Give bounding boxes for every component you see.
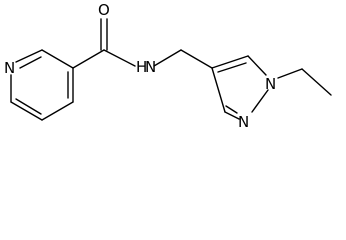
ethyl-group bbox=[277, 68, 332, 96]
bond-n-ch2 bbox=[153, 49, 182, 67]
chemical-structure: O N H N N N bbox=[4, 1, 332, 131]
bond-ring-carbonyl bbox=[72, 49, 105, 69]
bond-c4-c5-inner bbox=[217, 62, 247, 73]
atom-pyridine-nitrogen: N bbox=[4, 59, 15, 77]
bond-n1-c2 bbox=[15, 49, 43, 63]
atom-pyrazole-n2: N bbox=[238, 113, 249, 131]
bond-n1-n2 bbox=[251, 89, 269, 113]
bond-c5-c6-inner bbox=[15, 98, 42, 115]
amide-group bbox=[72, 18, 213, 69]
bond-ch2-ch3 bbox=[301, 68, 332, 96]
bond-c5-c6 bbox=[10, 101, 43, 121]
pyridine-ring bbox=[10, 49, 74, 121]
bond-c4-c5 bbox=[41, 101, 74, 121]
atom-pyrazole-n1: N bbox=[265, 75, 276, 93]
bond-n2-c3 bbox=[224, 111, 240, 120]
bond-n2-c3-inner bbox=[225, 105, 238, 114]
atom-amide-nitrogen: N bbox=[145, 58, 156, 76]
bond-carbonyl-n bbox=[103, 49, 136, 67]
bond-n1-ch2 bbox=[277, 68, 303, 79]
atom-amide-hydrogen: H bbox=[136, 58, 147, 76]
atom-oxygen: O bbox=[98, 1, 110, 19]
bond-ch2-pyrazole bbox=[180, 49, 213, 69]
bond-c5-n1 bbox=[247, 55, 267, 76]
bond-n1-c2-inner bbox=[19, 56, 42, 69]
bond-c2-c3 bbox=[41, 49, 74, 69]
bond-c4-c5 bbox=[211, 55, 249, 69]
bond-c3-c4 bbox=[211, 67, 226, 113]
pyrazole-ring bbox=[211, 55, 269, 120]
